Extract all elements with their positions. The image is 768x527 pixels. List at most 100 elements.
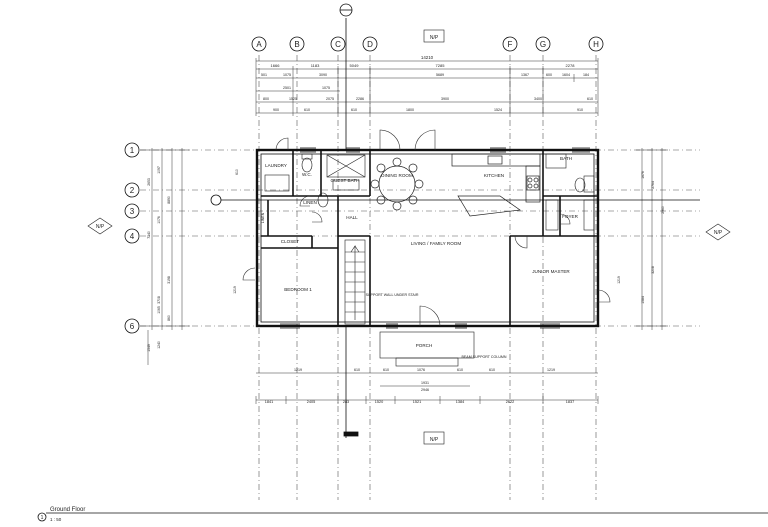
dimension-label: 910 [577, 108, 583, 112]
dimension-label: 860 [167, 315, 171, 321]
bottom-dimension-lines [255, 372, 599, 404]
room-bath: BATH [560, 156, 572, 161]
section-markers [210, 3, 700, 438]
room-dining: DINING ROOM [381, 173, 413, 178]
dimension-label: 283 [343, 400, 349, 404]
south-tag-label: N/P [430, 437, 439, 443]
dimension-label: 1841 [265, 400, 273, 404]
dimension-label: 1219 [617, 276, 621, 284]
east-tag-label: N/P [714, 230, 723, 236]
dimension-label: 610 [354, 368, 360, 372]
dimension-label: 610 [304, 108, 310, 112]
exterior-walls [255, 148, 600, 328]
dimension-label: 8890 [167, 196, 171, 204]
dimension-label: 1837 [566, 400, 574, 404]
grid-bubble-label: D [367, 40, 373, 49]
grid-bubble-label: F [508, 40, 513, 49]
dimension-label: 2286 [356, 97, 364, 101]
dimension-label: 1076 [157, 216, 161, 224]
grid-bubble-c: C [330, 36, 346, 52]
west-tag-label: N/P [96, 224, 105, 230]
room-closet: CLOSET [281, 239, 300, 244]
dimension-label: 1521 [413, 400, 421, 404]
north-tag-label: N/P [430, 35, 439, 41]
door-swings [242, 129, 611, 327]
grid-bubble-label: G [540, 40, 546, 49]
room-porch: PORCH [416, 343, 433, 348]
windows [280, 147, 590, 329]
dimension-label: 610 [351, 108, 357, 112]
dimension-label: 3400 [534, 97, 542, 101]
grid-bubble-label: 3 [130, 207, 135, 216]
dimension-label: 1097 [157, 166, 161, 174]
room-labels: LAUNDRY W.C. GUEST BATH LINEN LINEN HALL… [261, 156, 579, 359]
room-foyer: FOYER [562, 214, 579, 219]
dimension-label: 610 [235, 169, 239, 175]
dimension-label: 2946 [421, 388, 429, 392]
dimension-label: 2405 [307, 400, 315, 404]
elevation-tag-south: N/P [423, 431, 445, 445]
grid-bubble-a: A [251, 36, 267, 52]
dimension-label: 1240 [157, 341, 161, 349]
dimension-label: 1525 [289, 97, 297, 101]
dimension-label: 1549 [147, 344, 151, 352]
dimension-label: 1524 [494, 108, 502, 112]
grid-bubble-row-3: 3 [124, 203, 140, 219]
grid-bubble-label: 1 [130, 146, 135, 155]
dimension-label: 501 [261, 73, 267, 77]
grid-bubble-b: B [289, 36, 305, 52]
dimension-label: 1183 [311, 63, 320, 68]
view-title-label: Ground Floor [50, 507, 85, 513]
grid-bubble-row-2: 2 [124, 182, 140, 198]
dimension-label: 600 [546, 73, 552, 77]
elevation-tag-north: N/P [423, 29, 445, 43]
grid-bubble-g: G [535, 36, 551, 52]
grid-bubble-label: B [294, 40, 299, 49]
dimension-label: 2075 [326, 97, 334, 101]
grid-bubble-label: 2 [130, 186, 135, 195]
dimension-label: 7285 [436, 63, 446, 68]
grid-bubble-h: H [588, 36, 604, 52]
grid-row-bubbles: 1 2 3 4 6 [124, 142, 140, 334]
dimension-label: 7340 [147, 231, 151, 239]
dimension-label: 184 [583, 73, 589, 77]
dimension-label: 3090 [319, 73, 327, 77]
dimension-label: 3208 [651, 266, 655, 274]
dimension-label: 2278 [566, 63, 576, 68]
dimension-label: 1367 [521, 73, 529, 77]
dimension-label: 1075 [283, 73, 291, 77]
room-wc: W.C. [302, 172, 312, 177]
dimension-label: 3708 [157, 296, 161, 304]
dimension-label: 800 [263, 97, 269, 101]
dimension-label: 2653 [147, 178, 151, 186]
grid-bubble-label: 4 [130, 232, 135, 241]
room-hall: HALL [346, 215, 358, 220]
dimension-label: 1800 [406, 108, 414, 112]
kitchen-counters [451, 153, 541, 217]
dining-table [370, 157, 424, 211]
dimension-label: 2622 [506, 400, 514, 404]
grid-bubble-label: H [593, 40, 599, 49]
dimension-label: 2960 [661, 206, 665, 214]
dimension-label: 1076 [417, 368, 425, 372]
shower-stall [326, 154, 366, 178]
grid-lines [140, 55, 700, 500]
grid-bubble-label: A [256, 40, 262, 49]
dimension-label: 1676 [641, 171, 645, 179]
dimension-label: 1075 [322, 86, 330, 90]
exterior-walls-inner [260, 153, 595, 323]
grid-bubble-row-4: 4 [124, 228, 140, 244]
grid-bubble-d: D [362, 36, 378, 52]
grid-bubble-f: F [502, 36, 518, 52]
interior-walls [261, 150, 598, 326]
dimension-label: 14210 [421, 55, 434, 60]
room-guest-bath: GUEST BATH [331, 178, 360, 183]
dimension-label: 1584 [641, 296, 645, 304]
view-title: 1 Ground Floor 1 : 50 [37, 507, 768, 522]
room-bedroom: BEDROOM 1 [284, 287, 312, 292]
grid-bubble-row-6: 6 [124, 318, 140, 334]
dimension-label: 1520 [375, 400, 383, 404]
dimension-label: 2501 [283, 86, 291, 90]
